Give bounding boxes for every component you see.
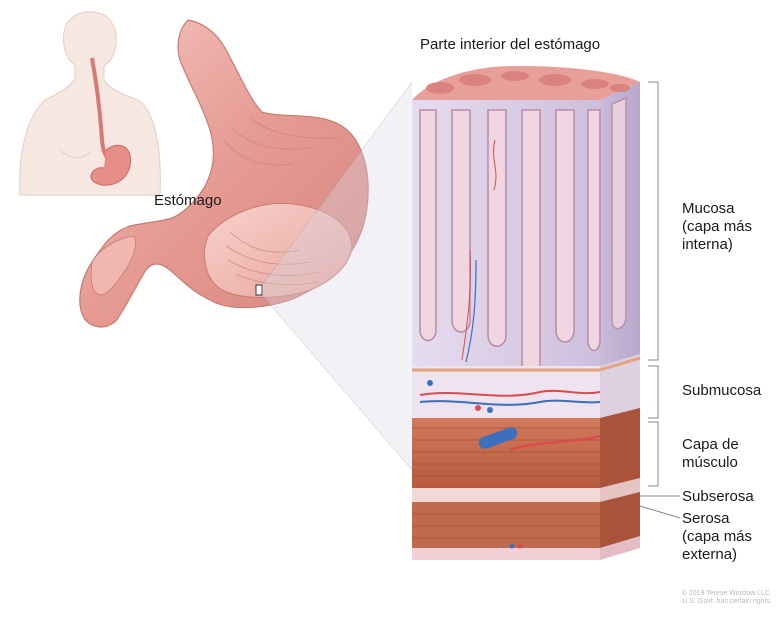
subserosa-line-1: Subserosa <box>682 488 754 506</box>
layer-label-submucosa: Submucosa <box>682 382 761 400</box>
credit-line-1: © 2019 Terese Winslow LLC <box>682 590 770 597</box>
layer-label-subserosa: Subserosa <box>682 488 754 506</box>
pointer-serosa <box>640 506 680 518</box>
cross-section-title: Parte interior del estómago <box>420 36 600 54</box>
muscle-line-1: Capa de <box>682 436 739 454</box>
title-text: Parte interior del estómago <box>420 36 600 54</box>
layer-label-serosa: Serosa (capa más externa) <box>682 510 752 564</box>
credit-line-2: U.S. Govt. has certain rights <box>682 598 770 605</box>
submucosa-line-1: Submucosa <box>682 382 761 400</box>
layer-label-muscle: Capa de músculo <box>682 436 739 472</box>
serosa-line-3: externa) <box>682 546 752 564</box>
layer-label-mucosa: Mucosa (capa más interna) <box>682 200 752 254</box>
bracket-mucosa <box>648 82 658 360</box>
stomach-label: Estómago <box>154 192 222 210</box>
bracket-submucosa <box>648 366 658 418</box>
serosa-line-2: (capa más <box>682 528 752 546</box>
bracket-muscle <box>648 422 658 486</box>
stomach-wall-cross-section <box>412 66 640 560</box>
muscle-line-2: músculo <box>682 454 739 472</box>
mucosa-line-1: Mucosa <box>682 200 752 218</box>
stomach-label-text: Estómago <box>154 192 222 210</box>
mucosa-line-3: interna) <box>682 236 752 254</box>
copyright-credit: © 2019 Terese Winslow LLC U.S. Govt. has… <box>682 590 770 606</box>
mucosa-line-2: (capa más <box>682 218 752 236</box>
layer-brackets <box>640 82 680 518</box>
serosa-line-1: Serosa <box>682 510 752 528</box>
body-silhouette <box>20 12 161 195</box>
